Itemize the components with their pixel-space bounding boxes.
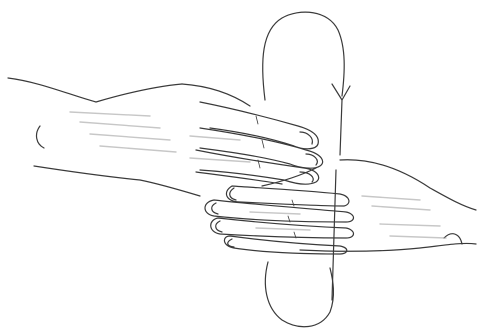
circular-arrow-icon — [263, 12, 350, 327]
left-hand-icon — [8, 78, 323, 196]
